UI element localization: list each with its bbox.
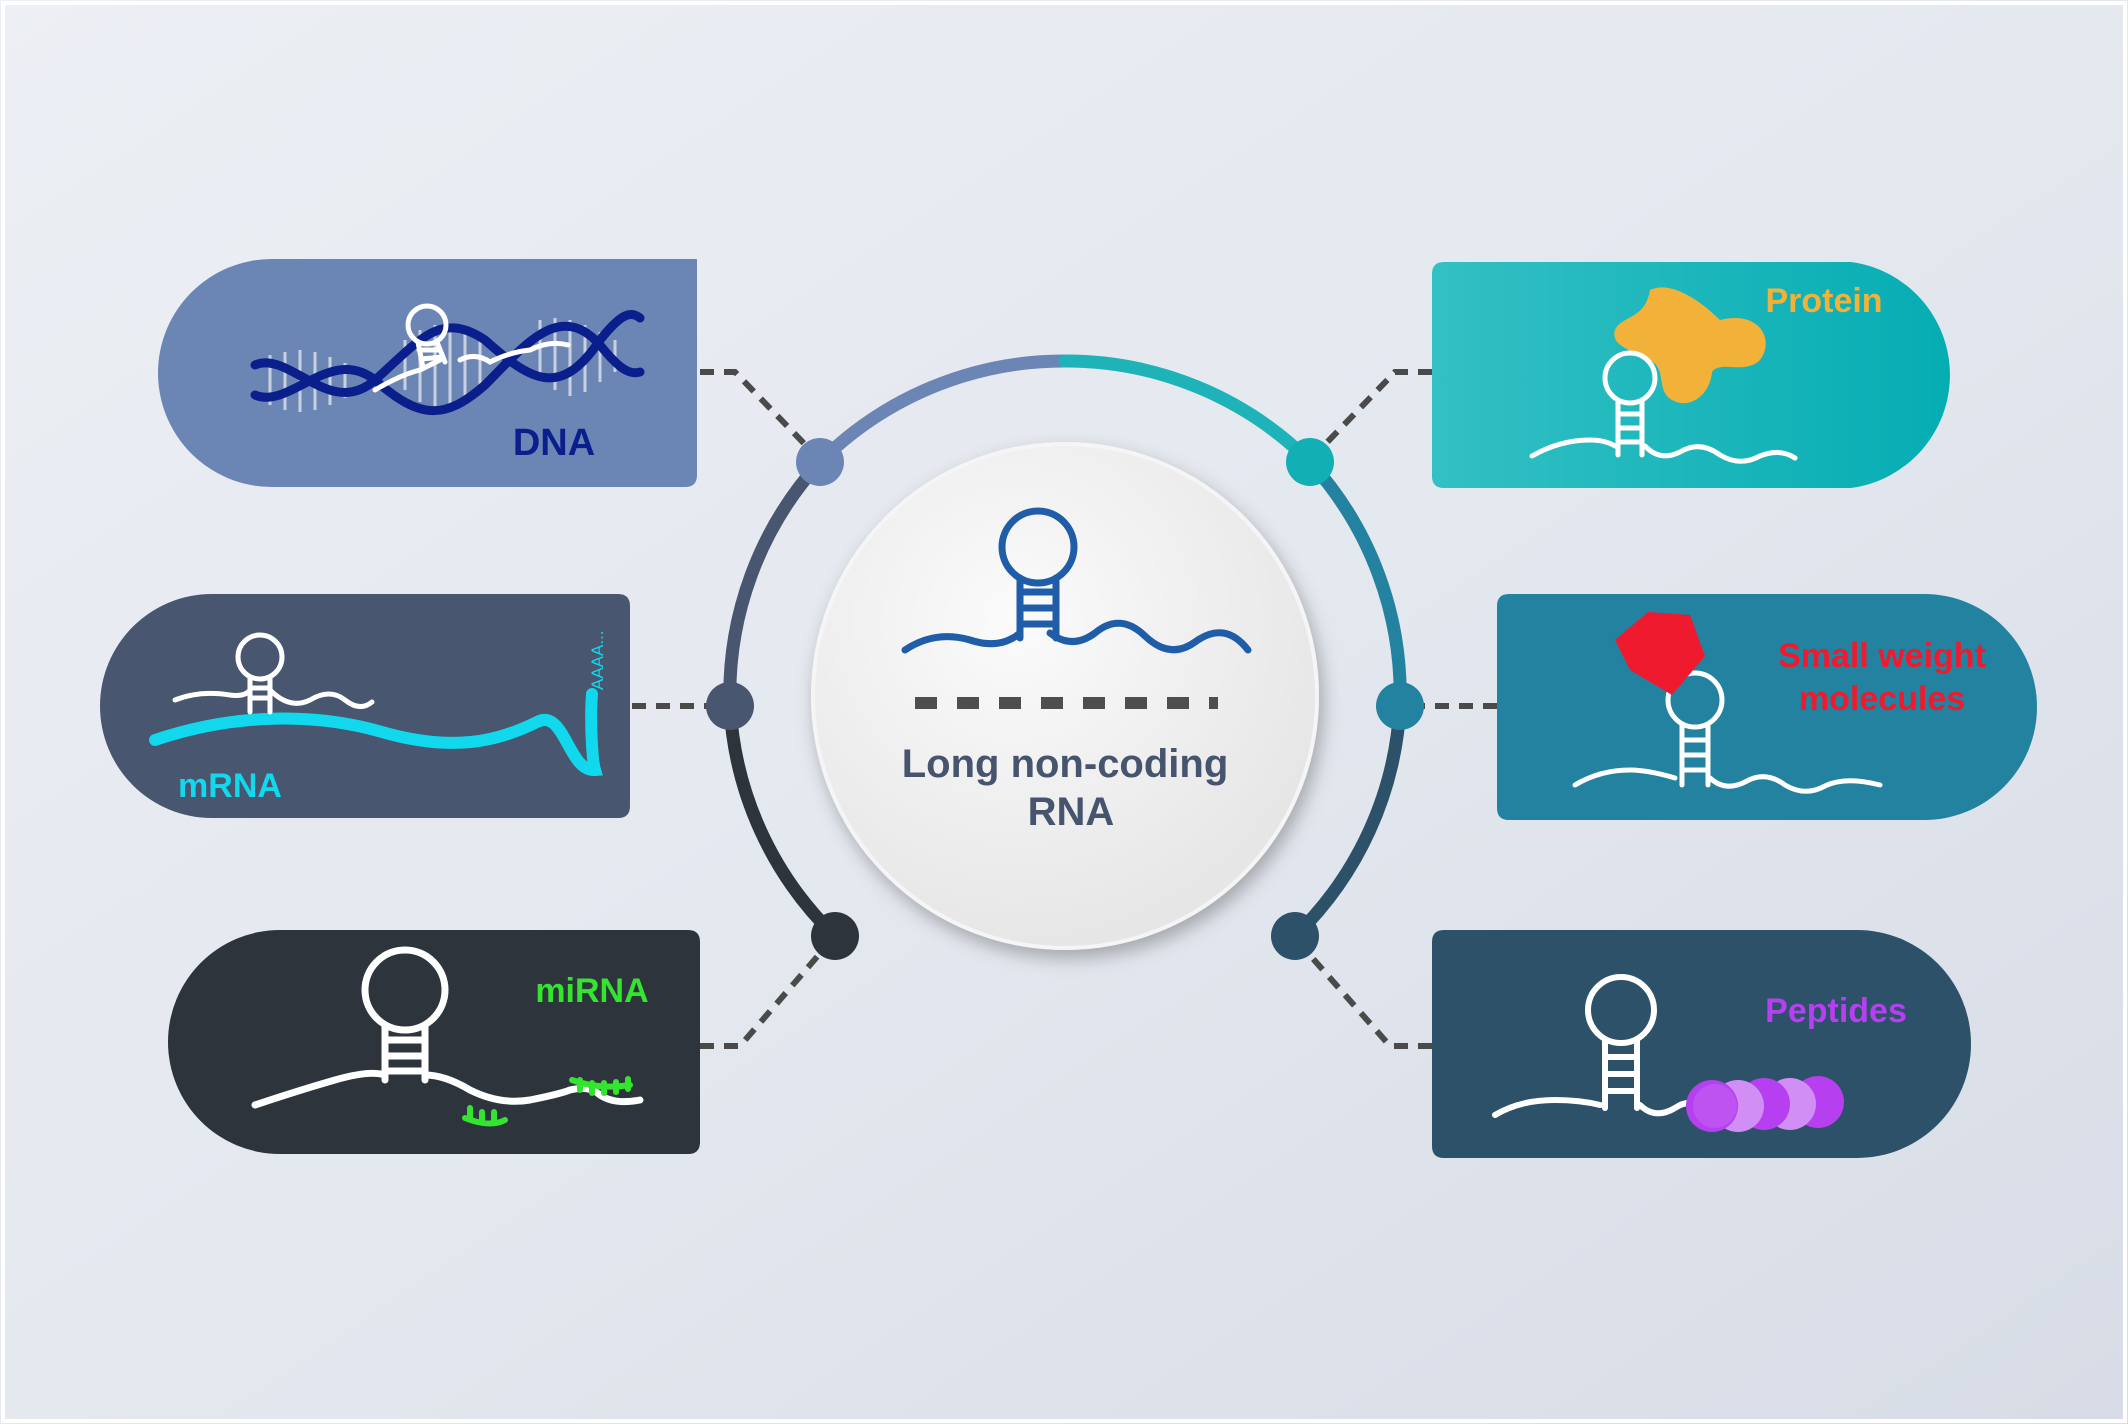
- mirna-rna-icon: [251, 946, 644, 1109]
- card-dna-label: DNA: [513, 422, 595, 464]
- center-rna-icon: [901, 507, 1252, 654]
- arc-bottom-left: [723, 699, 842, 943]
- card-peptides: Peptides: [1432, 930, 1971, 1158]
- ring-dot-mirna: [811, 912, 859, 960]
- ring-dot-protein: [1286, 438, 1334, 486]
- arc-top-right: [1058, 354, 1317, 469]
- small-rna-icon: [1572, 670, 1883, 794]
- card-mrna-label: mRNA: [178, 767, 282, 805]
- arc-bottom-right: [1288, 699, 1407, 943]
- connector-protein: [1307, 369, 1432, 463]
- card-peptides-label: Peptides: [1765, 992, 1907, 1030]
- card-mirna-bg: [168, 930, 700, 1154]
- arc-top-left: [813, 354, 1072, 469]
- ring-dot-mrna: [706, 682, 754, 730]
- ring-dot-small: [1376, 682, 1424, 730]
- center-node: Long non-coding RNA: [811, 442, 1319, 950]
- center-title-line2: RNA: [1028, 790, 1115, 834]
- connector-peptides: [1290, 934, 1432, 1049]
- mirna-strand-icon: [462, 1076, 633, 1127]
- ring: [723, 354, 1407, 943]
- card-dna-bg: [158, 259, 697, 487]
- card-small-label-line2: molecules: [1799, 680, 1965, 718]
- small-molecule-icon: [1615, 612, 1705, 695]
- ring-dot-dna: [796, 438, 844, 486]
- ring-dot-peptides: [1271, 912, 1319, 960]
- card-protein-label: Protein: [1765, 282, 1882, 320]
- peptides-rna-icon: [1492, 974, 1703, 1118]
- card-protein: Protein: [1432, 262, 1950, 488]
- arc-mid-right: [1303, 455, 1407, 713]
- card-mirna: miRNA: [168, 930, 700, 1154]
- protein-blob-icon: [1614, 287, 1766, 404]
- mrna-icon: AAAA...: [149, 630, 607, 776]
- arc-mid-left: [723, 455, 827, 713]
- protein-rna-icon: [1529, 350, 1798, 464]
- card-small-label-line1: Small weight: [1778, 637, 1986, 675]
- connector-dna: [700, 369, 823, 463]
- center-title-line1: Long non-coding: [902, 742, 1229, 786]
- connector-mirna: [700, 934, 838, 1049]
- mrna-polya-tail: AAAA...: [588, 630, 607, 690]
- ring-nodes: [706, 438, 1424, 960]
- card-mrna: AAAA... mRNA: [100, 594, 630, 818]
- card-dna: DNA: [158, 259, 697, 487]
- center-circle: [811, 442, 1319, 950]
- card-small: Small weight molecules: [1497, 594, 2037, 820]
- dna-helix-icon: [250, 303, 645, 416]
- card-mirna-label: miRNA: [535, 972, 648, 1010]
- peptide-chain-icon: [1686, 1076, 1844, 1132]
